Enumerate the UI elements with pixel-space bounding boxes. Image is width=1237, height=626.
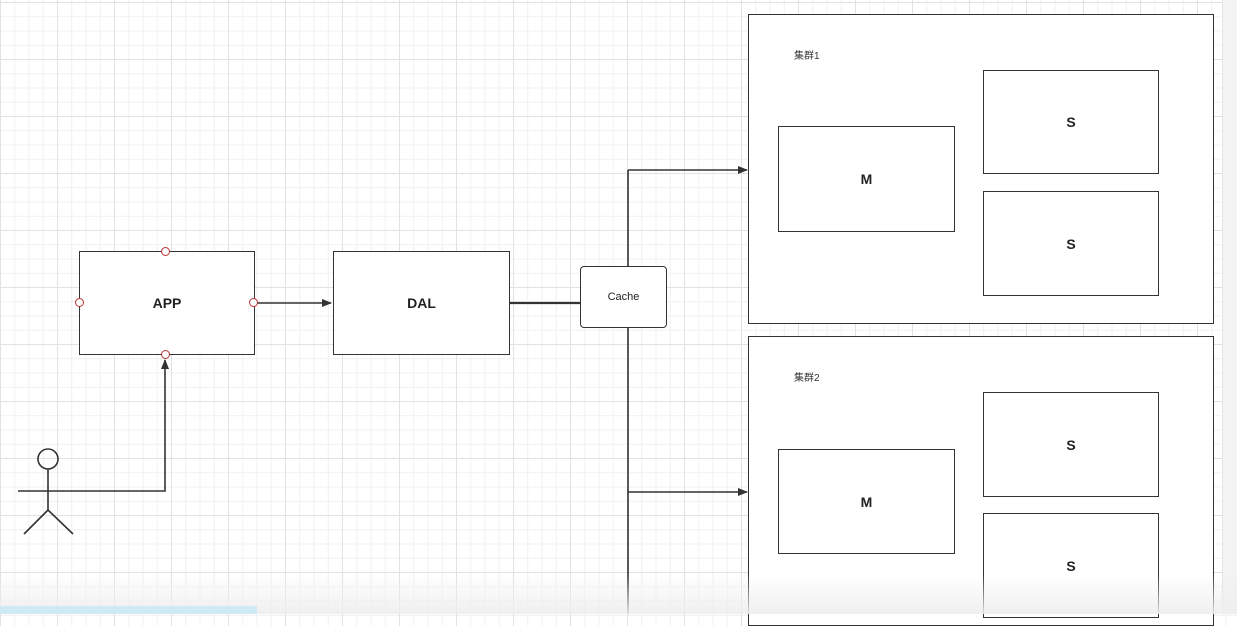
cluster-1-slave-2[interactable]: S	[983, 191, 1159, 296]
cluster-1-master-label: M	[860, 171, 873, 187]
cluster-2-slave-1[interactable]: S	[983, 392, 1159, 497]
cluster-1-label: 集群1	[794, 51, 820, 62]
user-to-app-arrow	[78, 359, 169, 492]
canvas-edge-strip	[1222, 0, 1237, 614]
app-top-handle[interactable]	[161, 247, 170, 256]
user-actor-icon[interactable]	[18, 448, 78, 535]
app-node[interactable]: APP	[79, 251, 255, 355]
cluster-1-master[interactable]: M	[778, 126, 955, 232]
cluster-2-slave-1-label: S	[1066, 436, 1076, 453]
cache-node-label: Cache	[607, 291, 640, 303]
cluster-1-slave-2-label: S	[1066, 235, 1076, 252]
app-bottom-handle[interactable]	[161, 350, 170, 359]
horizontal-scrollbar[interactable]	[0, 606, 257, 614]
dal-node[interactable]: DAL	[333, 251, 510, 355]
cluster-2-master[interactable]: M	[778, 449, 955, 554]
dal-node-label: DAL	[407, 295, 436, 311]
cache-node[interactable]: Cache	[580, 266, 667, 328]
cluster-2-slave-2-label: S	[1066, 557, 1076, 574]
app-right-handle[interactable]	[249, 298, 258, 307]
app-node-label: APP	[152, 295, 182, 311]
app-left-handle[interactable]	[75, 298, 84, 307]
cluster-2-label: 集群2	[794, 373, 820, 384]
cluster-1-slave-1-label: S	[1066, 114, 1076, 130]
cluster-1-slave-1[interactable]: S	[983, 70, 1159, 174]
cluster-2-master-label: M	[860, 493, 873, 510]
